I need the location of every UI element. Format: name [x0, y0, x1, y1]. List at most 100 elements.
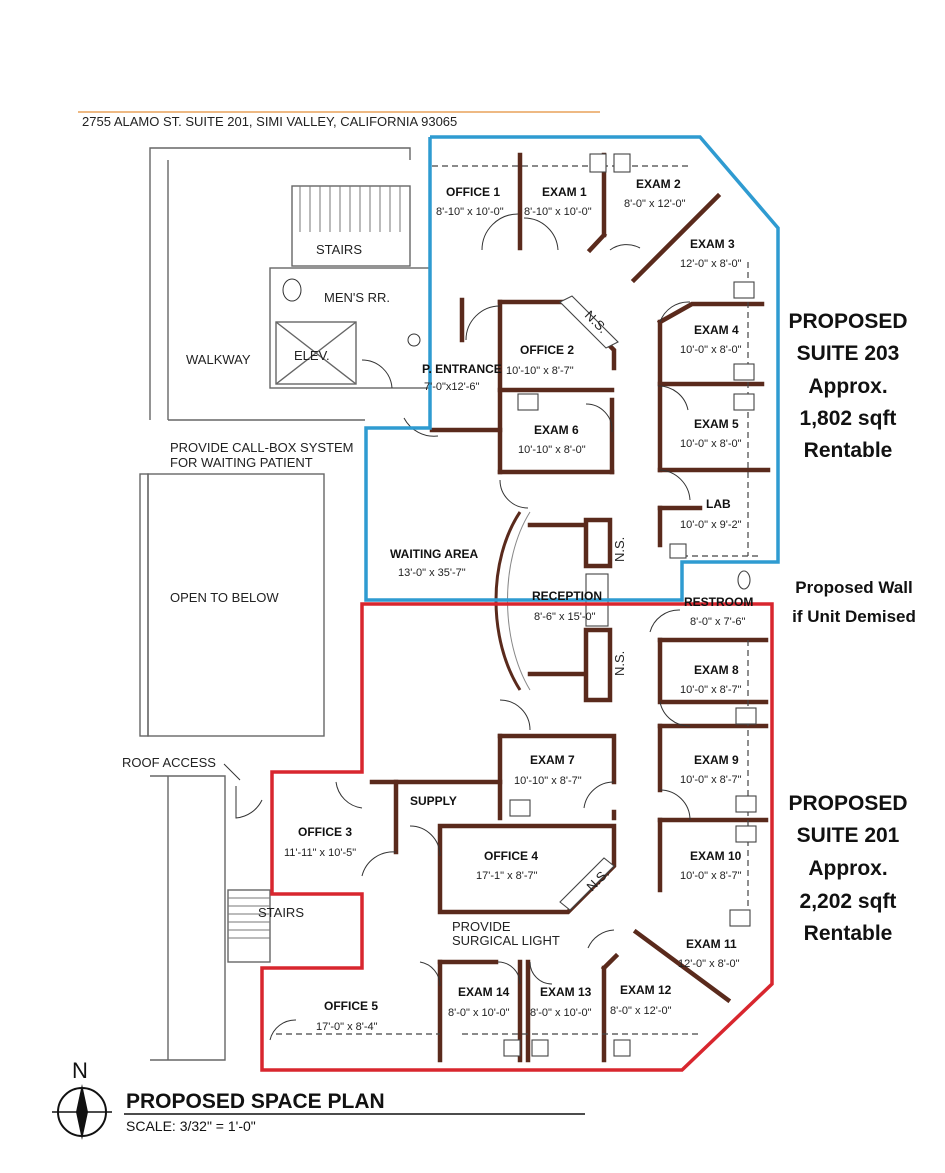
surgical-light-note-line1: PROVIDE [452, 919, 511, 934]
suite-203-outline [364, 135, 780, 602]
walkway-label: WALKWAY [186, 352, 251, 367]
svg-text:EXAM 6: EXAM 6 [534, 423, 579, 437]
svg-text:PROPOSED: PROPOSED [788, 792, 907, 815]
svg-text:EXAM 14: EXAM 14 [458, 985, 510, 999]
nurse-station-label: N.S. [612, 537, 627, 562]
open-to-below [147, 473, 325, 737]
fixtures [503, 153, 757, 1057]
plan-scale: SCALE: 3/32" = 1'-0" [126, 1118, 256, 1134]
room-lab: LAB 10'-0" x 9'-2" [680, 497, 742, 531]
elevator-shaft [275, 321, 357, 385]
casework-dashes [276, 165, 760, 1035]
svg-text:RECEPTION: RECEPTION [532, 589, 602, 603]
svg-text:Rentable: Rentable [804, 439, 893, 462]
svg-text:EXAM 13: EXAM 13 [540, 985, 592, 999]
room-exam-10: EXAM 10 10'-0" x 8'-7" [680, 849, 742, 882]
svg-text:EXAM 7: EXAM 7 [530, 753, 575, 767]
room-exam-1: EXAM 1 8'-10" x 10'-0" [524, 185, 592, 218]
svg-text:SUITE 201: SUITE 201 [797, 824, 900, 847]
room-exam-11: EXAM 11 12'-0" x 8'-0" [678, 937, 740, 970]
room-exam-13: EXAM 13 8'-0" x 10'-0" [530, 985, 592, 1019]
building-shell [139, 147, 431, 1061]
surgical-light-note-line2: SURGICAL LIGHT [452, 933, 560, 948]
svg-text:7'-0"x12'-6": 7'-0"x12'-6" [424, 381, 480, 393]
svg-text:8'-0" x 10'-0": 8'-0" x 10'-0" [448, 1007, 510, 1019]
stairs-bottom-label: STAIRS [258, 905, 304, 920]
svg-text:17'-0" x 8'-4": 17'-0" x 8'-4" [316, 1021, 378, 1033]
svg-text:11'-11" x 10'-5": 11'-11" x 10'-5" [284, 847, 356, 859]
mens-rr-label: MEN'S RR. [324, 290, 390, 305]
svg-text:8'-10" x 10'-0": 8'-10" x 10'-0" [524, 206, 592, 218]
room-office-2: OFFICE 2 10'-10" x 8'-7" [506, 343, 574, 377]
svg-text:1,802 sqft: 1,802 sqft [800, 407, 897, 430]
room-exam-5: EXAM 5 10'-0" x 8'-0" [680, 417, 742, 450]
room-waiting-area: WAITING AREA 13'-0" x 35'-7" [390, 547, 479, 579]
svg-text:Approx.: Approx. [808, 375, 887, 398]
svg-text:OFFICE 3: OFFICE 3 [298, 825, 352, 839]
svg-text:17'-1" x 8'-7": 17'-1" x 8'-7" [476, 870, 538, 882]
suite-203-callout: PROPOSED SUITE 203 Approx. 1,802 sqft Re… [788, 310, 907, 462]
svg-text:10'-0" x 9'-2": 10'-0" x 9'-2" [680, 519, 742, 531]
room-exam-4: EXAM 4 10'-0" x 8'-0" [680, 323, 742, 356]
svg-text:RESTROOM: RESTROOM [684, 595, 753, 609]
svg-text:10'-0" x 8'-7": 10'-0" x 8'-7" [680, 870, 742, 882]
room-office-4: OFFICE 4 17'-1" x 8'-7" [476, 849, 538, 882]
room-exam-3: EXAM 3 12'-0" x 8'-0" [680, 237, 742, 270]
address-text: 2755 ALAMO ST. SUITE 201, SIMI VALLEY, C… [82, 114, 457, 129]
room-exam-7: EXAM 7 10'-10" x 8'-7" [514, 753, 582, 787]
nurse-station-label: N.S. [612, 651, 627, 676]
compass-north-label: N [72, 1058, 88, 1083]
svg-text:PROPOSED: PROPOSED [788, 310, 907, 333]
svg-text:10'-10" x 8'-7": 10'-10" x 8'-7" [514, 775, 582, 787]
svg-text:OFFICE 2: OFFICE 2 [520, 343, 574, 357]
svg-text:8'-6" x 15'-0": 8'-6" x 15'-0" [534, 611, 596, 623]
svg-text:10'-10" x 8'-7": 10'-10" x 8'-7" [506, 365, 574, 377]
room-exam-12: EXAM 12 8'-0" x 12'-0" [610, 983, 672, 1017]
suite-201-callout: PROPOSED SUITE 201 Approx. 2,202 sqft Re… [788, 792, 907, 945]
svg-text:10'-0" x 8'-0": 10'-0" x 8'-0" [680, 344, 742, 356]
callbox-note-line2: FOR WAITING PATIENT [170, 455, 313, 470]
svg-text:10'-0" x 8'-7": 10'-0" x 8'-7" [680, 684, 742, 696]
svg-text:8'-0" x 12'-0": 8'-0" x 12'-0" [610, 1005, 672, 1017]
svg-text:if Unit Demised: if Unit Demised [792, 607, 916, 626]
svg-text:EXAM 4: EXAM 4 [694, 323, 739, 337]
room-p-entrance: P. ENTRANCE 7'-0"x12'-6" [422, 362, 502, 393]
stairs-top-label: STAIRS [316, 242, 362, 257]
room-supply: SUPPLY [410, 794, 457, 808]
svg-text:8'-0" x 7'-6": 8'-0" x 7'-6" [690, 616, 746, 628]
svg-text:EXAM 12: EXAM 12 [620, 983, 672, 997]
open-to-below-label: OPEN TO BELOW [170, 590, 279, 605]
room-exam-6: EXAM 6 10'-10" x 8'-0" [518, 423, 586, 456]
room-office-3: OFFICE 3 11'-11" x 10'-5" [284, 825, 356, 859]
north-arrow-icon [52, 1084, 112, 1140]
sink-icon [407, 333, 421, 347]
stairs-bottom [227, 889, 271, 963]
svg-text:LAB: LAB [706, 497, 731, 511]
door-swings [269, 213, 691, 1041]
room-exam-9: EXAM 9 10'-0" x 8'-7" [680, 753, 742, 786]
svg-text:12'-0" x 8'-0": 12'-0" x 8'-0" [680, 258, 742, 270]
svg-text:SUITE 203: SUITE 203 [797, 342, 900, 365]
svg-text:OFFICE 5: OFFICE 5 [324, 999, 378, 1013]
svg-text:10'-0" x 8'-0": 10'-0" x 8'-0" [680, 438, 742, 450]
elevator-label: ELEV. [294, 348, 330, 363]
svg-text:EXAM 8: EXAM 8 [694, 663, 739, 677]
svg-text:Proposed Wall: Proposed Wall [795, 578, 912, 597]
svg-text:WAITING AREA: WAITING AREA [390, 547, 479, 561]
room-exam-8: EXAM 8 10'-0" x 8'-7" [680, 663, 742, 696]
svg-text:12'-0" x 8'-0": 12'-0" x 8'-0" [678, 958, 740, 970]
svg-text:10'-10" x 8'-0": 10'-10" x 8'-0" [518, 444, 586, 456]
room-office-5: OFFICE 5 17'-0" x 8'-4" [316, 999, 378, 1033]
svg-text:8'-0" x 10'-0": 8'-0" x 10'-0" [530, 1007, 592, 1019]
room-restroom: RESTROOM 8'-0" x 7'-6" [684, 595, 753, 628]
svg-text:EXAM 3: EXAM 3 [690, 237, 735, 251]
svg-text:8'-10" x 10'-0": 8'-10" x 10'-0" [436, 206, 504, 218]
toilet-icon [282, 278, 302, 302]
room-reception: RECEPTION 8'-6" x 15'-0" [532, 589, 602, 623]
svg-text:EXAM 10: EXAM 10 [690, 849, 742, 863]
svg-text:Approx.: Approx. [808, 857, 887, 880]
svg-text:P. ENTRANCE: P. ENTRANCE [422, 362, 502, 376]
room-office-1: OFFICE 1 8'-10" x 10'-0" [436, 185, 504, 218]
plan-title: PROPOSED SPACE PLAN [126, 1090, 385, 1113]
